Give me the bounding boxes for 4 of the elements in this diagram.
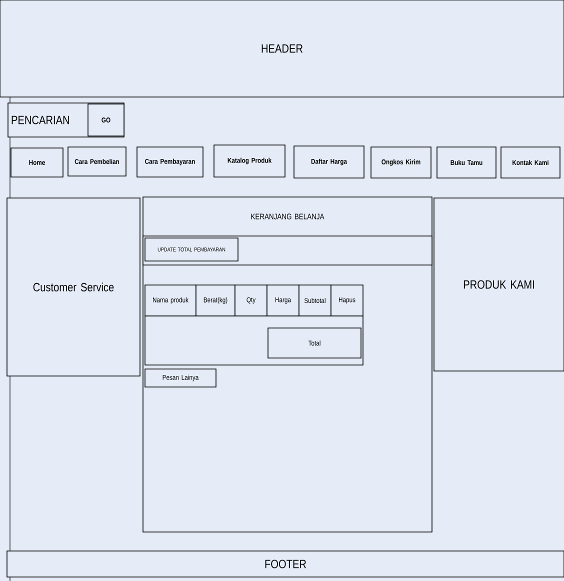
sidebar-panel: PRODUK KAMI (434, 198, 564, 372)
sidebar-panel: Customer Service (6, 198, 140, 376)
footer-bar: FOOTER (6, 550, 564, 578)
header-bar: HEADER (0, 0, 564, 98)
